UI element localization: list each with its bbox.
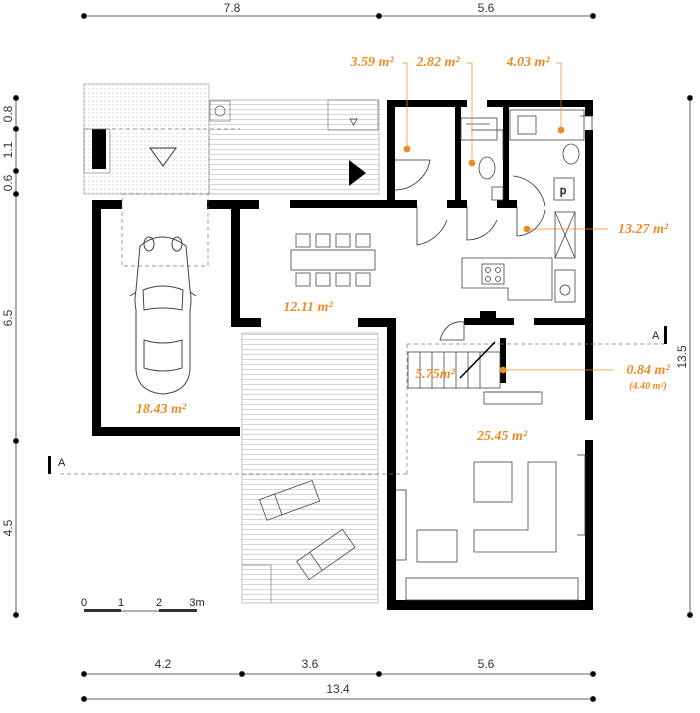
area-closet: 0.84 m² (626, 363, 670, 378)
section-marker-right: A (500, 326, 667, 345)
area-garage: 18.43 m² (136, 402, 187, 417)
area-stair: 5.75m² (415, 367, 455, 382)
area-wc: 2.82 m² (415, 55, 460, 70)
scale-label-2: 2 (156, 597, 162, 609)
car-icon (129, 236, 197, 395)
dim-left-4: 6.5 (1, 309, 15, 326)
bullet-bath (557, 126, 565, 134)
doors (394, 115, 593, 561)
dim-bottom-3: 5.6 (478, 657, 495, 671)
area-closet-sub: (4.40 m²) (629, 381, 666, 392)
dim-left-1: 0.8 (1, 105, 15, 122)
dashed-outlines (60, 193, 500, 475)
dim-top-2: 5.6 (478, 1, 495, 15)
dim-bottom-1: 4.2 (155, 657, 172, 671)
driveway-triangle-icon (149, 147, 177, 167)
dim-right: 13.5 (675, 345, 689, 369)
svg-text:A: A (58, 457, 66, 469)
dim-top-1: 7.8 (224, 1, 241, 15)
area-living: 25.45 m² (476, 429, 528, 444)
dimension-lines (12, 12, 694, 703)
terrace-deck (241, 332, 379, 604)
bullet-closet (499, 366, 507, 374)
washbasin-icon (517, 115, 537, 135)
area-storage: 3.59 m² (349, 55, 394, 70)
area-dining: 12.11 m² (283, 300, 333, 315)
area-kitchen: 13.27 m² (618, 222, 669, 237)
entry-arrow-icon (349, 160, 366, 186)
entry-steps (327, 99, 379, 131)
dim-left-2: 1.1 (1, 141, 15, 158)
section-marker-left: A (48, 456, 66, 474)
scale-label-1: 1 (118, 597, 124, 609)
bin-block (92, 129, 106, 169)
dim-bottom-2: 3.6 (302, 657, 319, 671)
lamp-icon (214, 105, 226, 117)
svg-text:p: p (560, 185, 566, 197)
scale-bar: 0 1 2 3m (81, 597, 205, 612)
walls (92, 100, 593, 610)
bullet-kitchen (523, 225, 531, 233)
bullet-storage (403, 145, 411, 153)
svg-text:A: A (652, 330, 660, 342)
dim-bottom-total: 13.4 (326, 682, 350, 696)
bullet-wc (468, 159, 476, 167)
dim-left-3: 0.6 (1, 174, 15, 191)
area-leaders (402, 62, 614, 379)
scale-label-0: 0 (81, 597, 87, 609)
dim-left-5: 4.5 (1, 519, 15, 536)
scale-label-3: 3m (189, 597, 204, 609)
area-bath: 4.03 m² (505, 55, 550, 70)
fixtures: p (258, 109, 585, 601)
